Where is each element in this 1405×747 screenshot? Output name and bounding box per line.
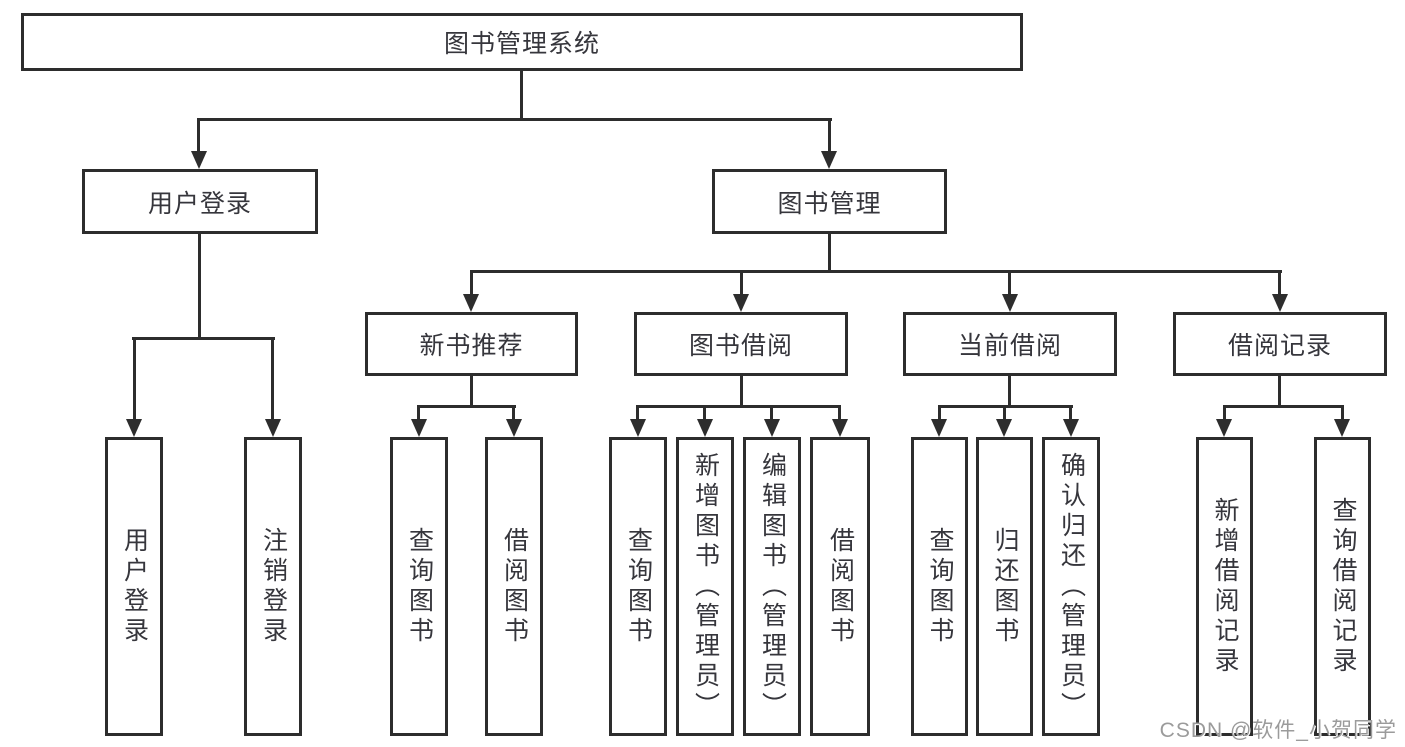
connector-line <box>133 337 136 421</box>
node-label: 借阅图书 <box>826 526 855 647</box>
connector-line <box>636 405 841 408</box>
arrow-down-icon <box>630 419 646 437</box>
connector-line <box>417 405 420 421</box>
node-query-books-recommend: 查询图书 <box>390 437 448 736</box>
node-label: 借阅图书 <box>500 526 529 647</box>
node-label: 注销登录 <box>259 526 288 647</box>
arrow-down-icon <box>764 419 780 437</box>
arrow-down-icon <box>1002 294 1018 312</box>
arrow-down-icon <box>506 419 522 437</box>
node-borrow-books: 借阅图书 <box>810 437 870 736</box>
connector-line <box>198 118 832 121</box>
node-logout: 注销登录 <box>244 437 302 736</box>
node-label: 图书管理 <box>777 189 882 218</box>
csdn-watermark: CSDN @软件_小贺同学 <box>1159 719 1397 742</box>
arrow-down-icon <box>265 419 281 437</box>
node-new-book-recommend: 新书推荐 <box>365 312 578 376</box>
arrow-down-icon <box>1216 419 1232 437</box>
connector-line <box>271 337 274 421</box>
connector-line <box>512 405 515 421</box>
connector-line <box>938 405 941 421</box>
connector-line <box>198 234 201 337</box>
node-borrow-records: 借阅记录 <box>1173 312 1387 376</box>
node-user-login: 用户登录 <box>82 169 318 234</box>
node-borrow-books-recommend: 借阅图书 <box>485 437 543 736</box>
connector-line <box>828 118 831 153</box>
node-return-books: 归还图书 <box>976 437 1033 736</box>
connector-line <box>470 270 1282 273</box>
node-label: 当前借阅 <box>957 332 1062 360</box>
node-user-login-leaf: 用户登录 <box>105 437 163 736</box>
arrow-down-icon <box>821 151 837 169</box>
node-label: 归还图书 <box>991 526 1019 647</box>
arrow-down-icon <box>1334 419 1350 437</box>
node-label: 用户登录 <box>147 189 252 218</box>
connector-line <box>740 270 743 296</box>
node-query-borrow-record: 查询借阅记录 <box>1314 437 1371 736</box>
connector-line <box>1223 405 1226 421</box>
arrow-down-icon <box>832 419 848 437</box>
arrow-down-icon <box>1063 419 1079 437</box>
arrow-down-icon <box>996 419 1012 437</box>
connector-line <box>1341 405 1344 421</box>
node-label: 查询图书 <box>405 526 434 647</box>
node-label: 查询借阅记录 <box>1329 496 1357 677</box>
node-label: 借阅记录 <box>1227 332 1332 360</box>
node-label: 图书借阅 <box>688 332 793 360</box>
connector-line <box>1008 376 1011 405</box>
node-add-books-admin: 新增图书（管理员） <box>676 437 734 736</box>
node-label: 新书推荐 <box>419 332 524 360</box>
connector-line <box>1223 405 1344 408</box>
arrow-down-icon <box>733 294 749 312</box>
node-label: 新增借阅记录 <box>1211 496 1239 677</box>
connector-line <box>470 376 473 405</box>
node-label: 查询图书 <box>624 526 653 647</box>
connector-line <box>636 405 639 421</box>
arrow-down-icon <box>191 151 207 169</box>
arrow-down-icon <box>697 419 713 437</box>
node-label: 用户登录 <box>120 526 149 647</box>
connector-line <box>1278 376 1281 405</box>
arrow-down-icon <box>931 419 947 437</box>
node-label: 新增图书（管理员） <box>691 451 720 722</box>
node-query-books-borrow: 查询图书 <box>609 437 667 736</box>
connector-line <box>1069 405 1072 421</box>
node-add-borrow-record: 新增借阅记录 <box>1196 437 1253 736</box>
node-label: 确认归还（管理员） <box>1057 451 1086 722</box>
connector-line <box>197 118 200 153</box>
connector-line <box>740 376 743 405</box>
node-edit-books-admin: 编辑图书（管理员） <box>743 437 801 736</box>
node-library-system: 图书管理系统 <box>21 13 1023 71</box>
connector-line <box>828 234 831 270</box>
connector-line <box>132 337 275 340</box>
node-book-borrow: 图书借阅 <box>634 312 848 376</box>
node-confirm-return-admin: 确认归还（管理员） <box>1042 437 1100 736</box>
node-current-borrow: 当前借阅 <box>903 312 1117 376</box>
connector-line <box>520 71 523 118</box>
node-label: 编辑图书（管理员） <box>758 451 787 722</box>
arrow-down-icon <box>411 419 427 437</box>
connector-line <box>1278 270 1281 296</box>
arrow-down-icon <box>126 419 142 437</box>
connector-line <box>838 405 841 421</box>
arrow-down-icon <box>1272 294 1288 312</box>
connector-line <box>1003 405 1006 421</box>
connector-line <box>470 270 473 296</box>
arrow-down-icon <box>463 294 479 312</box>
connector-line <box>1008 270 1011 296</box>
node-label: 查询图书 <box>926 526 954 647</box>
connector-line <box>417 405 516 408</box>
connector-line <box>703 405 706 421</box>
node-query-books-current: 查询图书 <box>911 437 968 736</box>
connector-line <box>770 405 773 421</box>
node-book-management: 图书管理 <box>712 169 947 234</box>
node-label: 图书管理系统 <box>443 30 600 58</box>
